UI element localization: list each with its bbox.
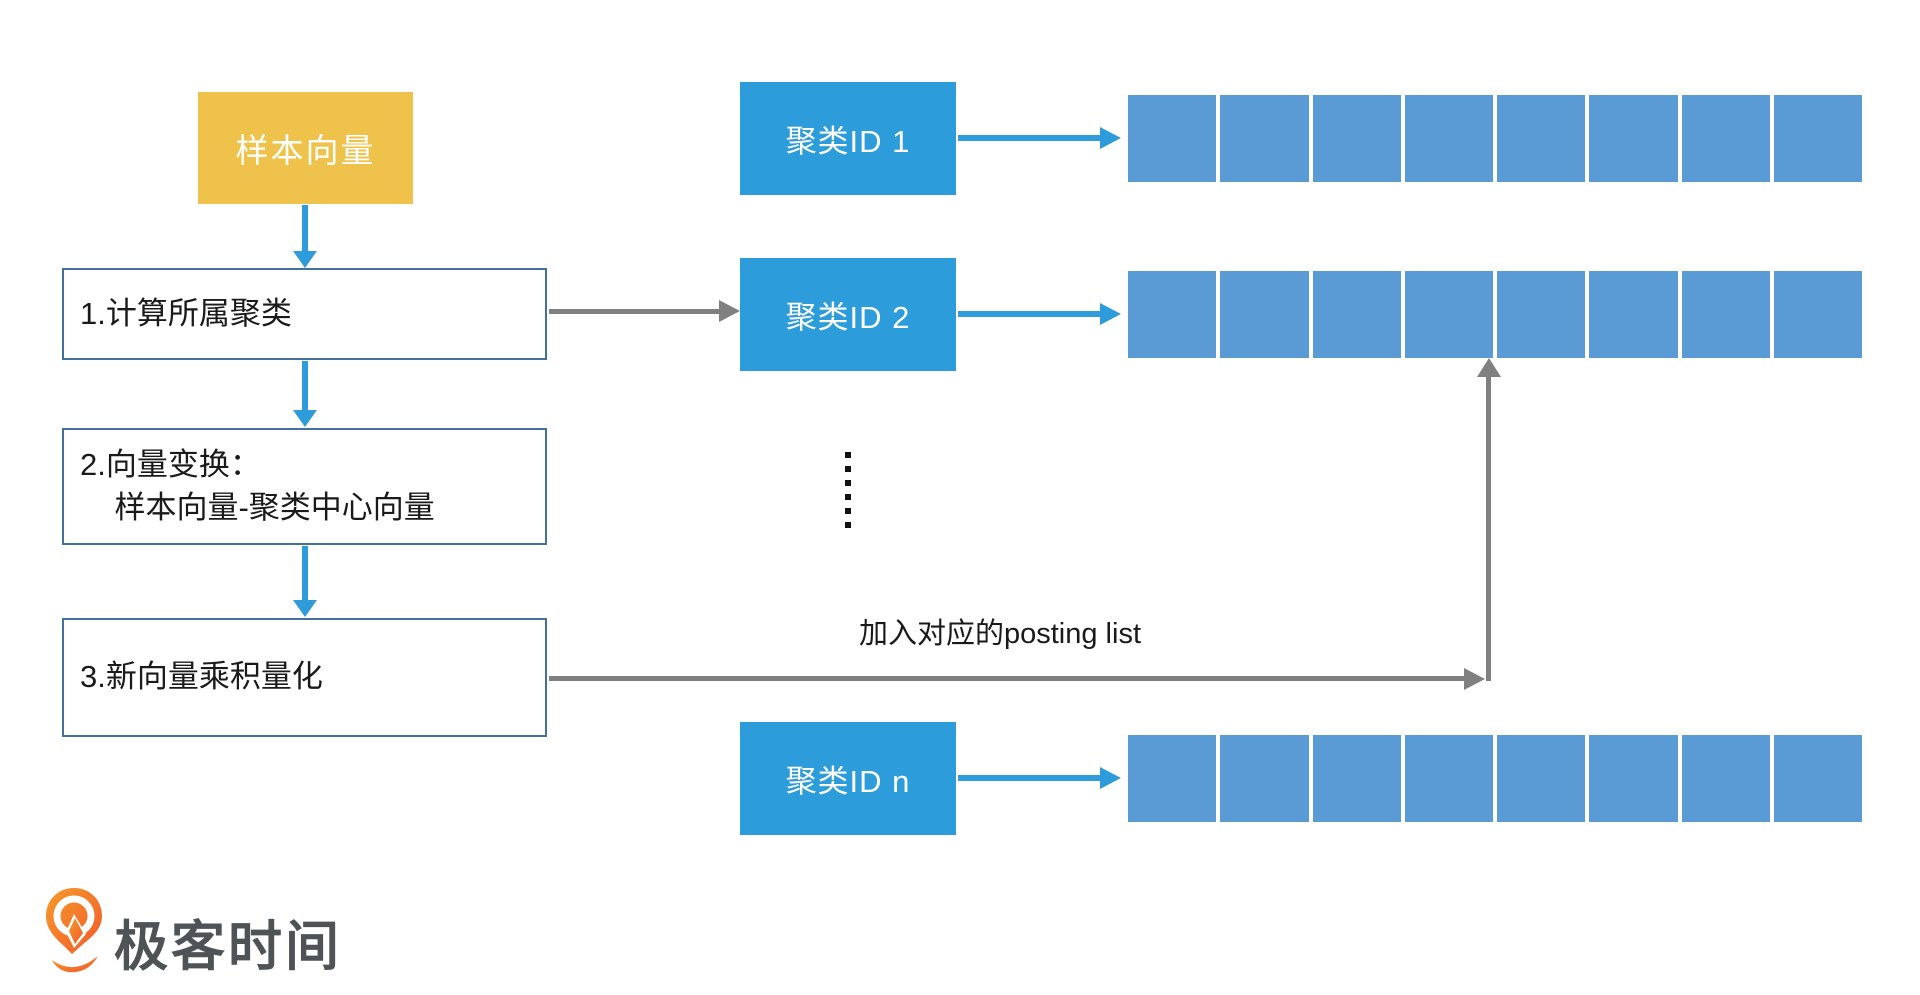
step2-box: 2.向量变换： 样本向量-聚类中心向量 (62, 428, 547, 545)
ellipsis-dot (845, 466, 851, 472)
ellipsis-dot (845, 452, 851, 458)
arrow-down-2-head (293, 410, 317, 427)
geektime-logo-icon (46, 888, 102, 973)
connector-step3-horizontal (549, 676, 1466, 681)
geektime-logo-text: 极客时间 (114, 917, 342, 977)
posting-list-cell (1497, 735, 1586, 822)
ellipsis-dot (845, 522, 851, 528)
arrow-down-3-head (293, 600, 317, 617)
connector-step3-horizontal-head (1464, 668, 1485, 690)
cluster-id-n-box: 聚类ID n (740, 722, 956, 835)
step3-box: 3.新向量乘积量化 (62, 618, 547, 737)
cluster-id-1-box: 聚类ID 1 (740, 82, 956, 195)
posting-list-cell (1497, 271, 1586, 358)
posting-list-cell (1404, 271, 1493, 358)
arrow-cluster2-to-list (958, 311, 1100, 317)
posting-list-cell (1128, 271, 1217, 358)
cluster-id-2-box: 聚类ID 2 (740, 258, 956, 371)
vertical-ellipsis (845, 452, 851, 528)
posting-list-row-n (1128, 735, 1862, 822)
connector-step3-vertical-head (1477, 358, 1501, 377)
posting-list-cell (1128, 95, 1217, 182)
posting-list-cell (1773, 95, 1862, 182)
ellipsis-dot (845, 508, 851, 514)
posting-list-cell (1128, 735, 1217, 822)
connector-step1-to-cluster2-head (719, 300, 740, 322)
posting-list-cell (1589, 95, 1678, 182)
ellipsis-dot (845, 494, 851, 500)
posting-list-cell (1497, 95, 1586, 182)
connector-step1-to-cluster2 (549, 309, 721, 314)
step1-box: 1.计算所属聚类 (62, 268, 547, 360)
posting-list-cell (1773, 271, 1862, 358)
geektime-logo (42, 884, 106, 980)
arrow-down-2 (302, 361, 308, 410)
posting-list-cell (1404, 735, 1493, 822)
posting-list-cell (1681, 271, 1770, 358)
posting-list-row-1 (1128, 95, 1862, 182)
posting-list-cell (1220, 271, 1309, 358)
posting-list-cell (1681, 735, 1770, 822)
posting-list-cell (1589, 271, 1678, 358)
arrow-down-3 (302, 546, 308, 600)
arrow-cluster1-to-list-head (1100, 127, 1121, 149)
connector-step3-vertical (1486, 376, 1491, 681)
posting-list-cell (1312, 735, 1401, 822)
arrow-cluster1-to-list (958, 135, 1100, 141)
posting-list-cell (1312, 95, 1401, 182)
posting-list-cell (1312, 271, 1401, 358)
arrow-down-1-head (293, 251, 317, 268)
arrow-cluster2-to-list-head (1100, 303, 1121, 325)
posting-list-cell (1404, 95, 1493, 182)
arrow-clustern-to-list-head (1100, 767, 1121, 789)
posting-list-annotation: 加入对应的posting list (858, 618, 1141, 650)
arrow-clustern-to-list (958, 775, 1100, 781)
posting-list-cell (1681, 95, 1770, 182)
posting-list-cell (1773, 735, 1862, 822)
posting-list-cell (1220, 735, 1309, 822)
arrow-down-1 (302, 205, 308, 252)
posting-list-cell (1589, 735, 1678, 822)
source-vector-box: 样本向量 (198, 92, 413, 204)
ellipsis-dot (845, 480, 851, 486)
posting-list-cell (1220, 95, 1309, 182)
posting-list-row-2 (1128, 271, 1862, 358)
